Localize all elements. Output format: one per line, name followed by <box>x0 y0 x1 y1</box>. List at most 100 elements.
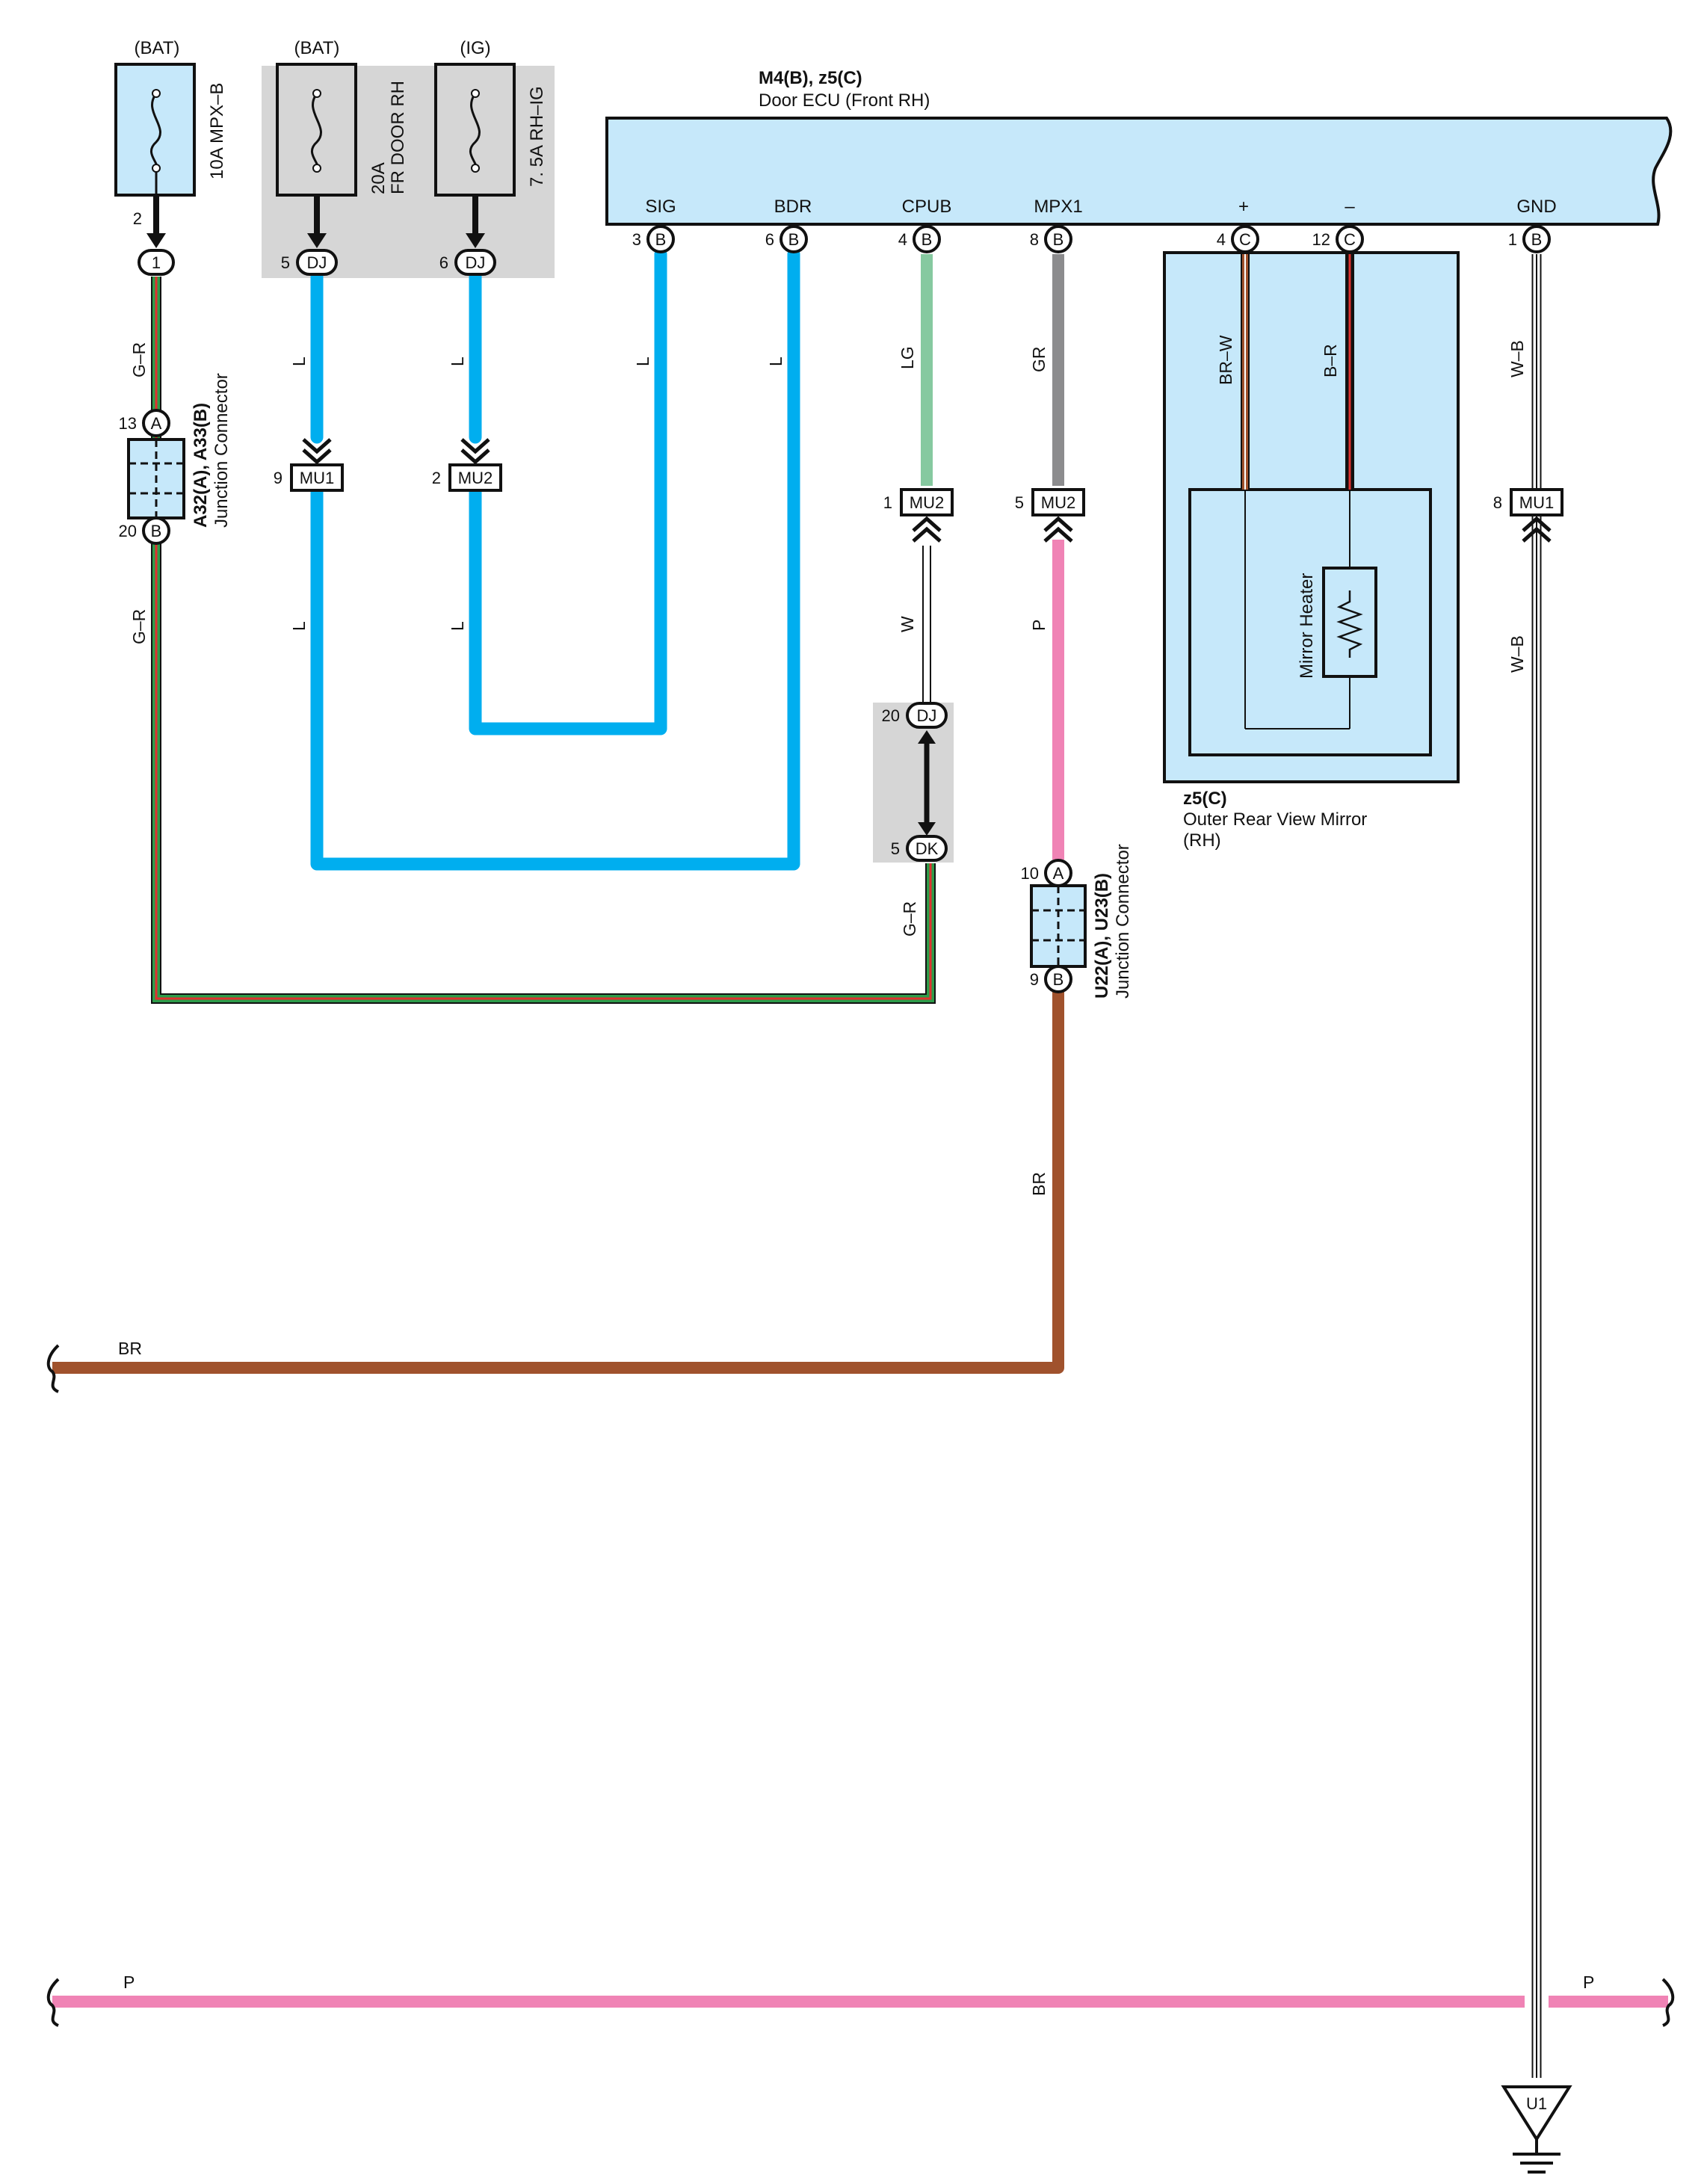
wire-color-codes: G–R G–R G–R L L L L L L LG GR W P BR–W B… <box>118 335 1594 1992</box>
svg-text:4: 4 <box>1217 230 1226 249</box>
svg-text:G–R: G–R <box>129 342 149 377</box>
wire-break-marks <box>46 1344 1675 2027</box>
svg-text:LG: LG <box>898 346 917 369</box>
svg-text:20A: 20A <box>368 162 389 194</box>
connector-dj-20-dk-5: DJ 20 DK 5 <box>882 702 948 862</box>
svg-text:Junction Connector: Junction Connector <box>1113 844 1133 999</box>
svg-text:10: 10 <box>1021 864 1039 883</box>
connector-mu2-2: MU2 2 <box>432 438 502 492</box>
ecu-terminal-gnd: GND <box>1516 197 1556 217</box>
svg-text:GR: GR <box>1029 347 1049 373</box>
svg-text:P: P <box>1029 620 1049 631</box>
svg-text:Mirror Heater: Mirror Heater <box>1297 573 1317 679</box>
svg-text:6: 6 <box>765 230 774 249</box>
svg-text:20: 20 <box>882 706 900 725</box>
junction-connector-u22-u23: A 10 B 9 U22(A), U23(B) Junction Connect… <box>1021 844 1133 999</box>
svg-text:1: 1 <box>152 253 161 272</box>
svg-text:FR DOOR RH: FR DOOR RH <box>388 81 408 194</box>
svg-text:Junction Connector: Junction Connector <box>212 373 232 528</box>
svg-text:5: 5 <box>891 839 900 858</box>
connector-dj-6: DJ 6 <box>439 249 496 276</box>
ecu-terminal-sig: SIG <box>645 197 676 217</box>
svg-text:M4(B), z5(C): M4(B), z5(C) <box>759 68 862 88</box>
svg-text:G–R: G–R <box>900 901 919 937</box>
wire-g-r <box>151 277 936 1004</box>
ecu-terminal-circles: B 3 B 6 B 4 B 8 C 4 C 12 B 1 <box>632 225 1551 253</box>
svg-text:8: 8 <box>1030 230 1039 249</box>
fuse-arrow-icons <box>146 196 485 248</box>
svg-text:DJ: DJ <box>307 253 327 272</box>
mirror-heater-resistor-icon <box>1322 567 1377 678</box>
svg-text:DK: DK <box>916 839 939 858</box>
svg-text:Outer Rear View Mirror: Outer Rear View Mirror <box>1183 809 1367 830</box>
svg-text:Door ECU (Front RH): Door ECU (Front RH) <box>759 90 930 111</box>
svg-text:BR–W: BR–W <box>1216 335 1235 385</box>
wire-br <box>52 972 1064 1374</box>
svg-text:(BAT): (BAT) <box>294 38 340 58</box>
svg-text:L: L <box>766 357 785 366</box>
svg-text:G–R: G–R <box>129 609 149 644</box>
svg-text:B: B <box>922 230 933 249</box>
svg-text:12: 12 <box>1312 230 1330 249</box>
svg-text:L: L <box>289 357 309 366</box>
svg-text:P: P <box>1583 1972 1594 1992</box>
svg-text:z5(C): z5(C) <box>1183 789 1227 809</box>
svg-text:5: 5 <box>1015 493 1024 512</box>
svg-text:9: 9 <box>274 469 283 487</box>
fuse-rh-ig: (IG) 7. 5A RH–IG <box>434 38 547 197</box>
svg-text:BR: BR <box>118 1339 142 1358</box>
svg-text:5: 5 <box>281 253 290 272</box>
ecu-terminal-mpx1: MPX1 <box>1034 197 1082 217</box>
svg-text:B: B <box>1531 230 1543 249</box>
svg-text:BR: BR <box>1029 1172 1049 1196</box>
svg-text:9: 9 <box>1030 970 1039 989</box>
svg-text:MU1: MU1 <box>300 469 334 487</box>
svg-text:U1: U1 <box>1526 2094 1547 2113</box>
svg-text:MU2: MU2 <box>1041 493 1075 512</box>
wire-l-blue <box>310 247 800 871</box>
svg-text:2: 2 <box>133 209 142 228</box>
svg-text:(IG): (IG) <box>460 38 490 58</box>
svg-text:7. 5A RH–IG: 7. 5A RH–IG <box>527 86 547 187</box>
door-ecu: M4(B), z5(C) Door ECU (Front RH) SIG BDR… <box>605 68 1673 226</box>
connector-1: 1 2 <box>133 209 175 276</box>
outer-rear-view-mirror: Mirror Heater z5(C) Outer Rear View Mirr… <box>1163 251 1460 851</box>
svg-text:L: L <box>448 357 467 366</box>
svg-text:1: 1 <box>1508 230 1517 249</box>
svg-text:8: 8 <box>1493 493 1502 512</box>
svg-text:6: 6 <box>439 253 448 272</box>
svg-text:A: A <box>151 414 162 433</box>
svg-text:L: L <box>289 621 309 631</box>
svg-text:W–B: W–B <box>1507 340 1527 377</box>
svg-text:DJ: DJ <box>917 706 937 725</box>
dj-dk-shade <box>873 703 954 863</box>
svg-text:C: C <box>1239 230 1251 249</box>
svg-text:(BAT): (BAT) <box>135 38 180 58</box>
svg-text:B: B <box>1053 970 1064 989</box>
svg-text:B: B <box>788 230 800 249</box>
connector-mu1-9: MU1 9 <box>274 438 344 492</box>
svg-text:MU2: MU2 <box>458 469 493 487</box>
connector-mu2-1: MU2 1 <box>883 488 954 543</box>
svg-text:B: B <box>655 230 667 249</box>
svg-text:A32(A), A33(B): A32(A), A33(B) <box>191 403 211 528</box>
svg-text:W: W <box>898 616 917 632</box>
svg-text:A: A <box>1053 864 1064 883</box>
svg-text:2: 2 <box>432 469 441 487</box>
svg-text:B: B <box>151 522 162 540</box>
ecu-terminal-minus: – <box>1345 197 1355 217</box>
svg-text:(RH): (RH) <box>1183 830 1221 851</box>
connector-mu2-5: MU2 5 <box>1015 488 1085 543</box>
svg-text:P: P <box>123 1972 135 1992</box>
ecu-terminal-cpub: CPUB <box>902 197 952 217</box>
svg-text:C: C <box>1344 230 1356 249</box>
svg-text:L: L <box>633 357 652 366</box>
svg-text:U22(A), U23(B): U22(A), U23(B) <box>1092 873 1112 999</box>
svg-text:10A MPX–B: 10A MPX–B <box>207 83 227 179</box>
svg-text:DJ: DJ <box>466 253 486 272</box>
svg-text:1: 1 <box>883 493 892 512</box>
ground-u1: U1 <box>1501 2085 1572 2174</box>
svg-text:B: B <box>1053 230 1064 249</box>
fuse-fr-door-rh: (BAT) 20A FR DOOR RH <box>276 38 408 197</box>
